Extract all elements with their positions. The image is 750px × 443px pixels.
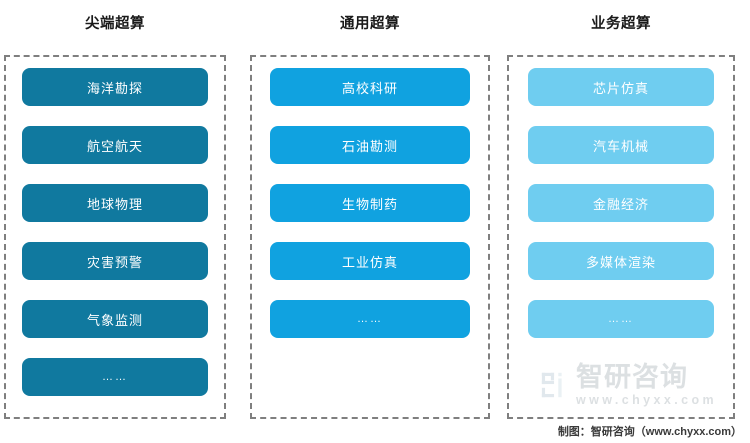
item-stack-general: 高校科研 石油勘测 生物制药 工业仿真 …… — [270, 68, 470, 338]
item-advanced-1[interactable]: 航空航天 — [22, 126, 208, 164]
column-title-business: 业务超算 — [591, 16, 651, 32]
item-advanced-2[interactable]: 地球物理 — [22, 184, 208, 222]
column-title-general: 通用超算 — [340, 16, 400, 32]
item-stack-advanced: 海洋勘探 航空航天 地球物理 灾害预警 气象监测 …… — [22, 68, 208, 396]
item-business-4-ellipsis[interactable]: …… — [528, 300, 714, 338]
item-advanced-3[interactable]: 灾害预警 — [22, 242, 208, 280]
item-general-2[interactable]: 生物制药 — [270, 184, 470, 222]
item-advanced-4[interactable]: 气象监测 — [22, 300, 208, 338]
item-general-4-ellipsis[interactable]: …… — [270, 300, 470, 338]
item-general-3[interactable]: 工业仿真 — [270, 242, 470, 280]
item-business-3[interactable]: 多媒体渲染 — [528, 242, 714, 280]
column-title-advanced: 尖端超算 — [85, 16, 145, 32]
item-stack-business: 芯片仿真 汽车机械 金融经济 多媒体渲染 …… — [528, 68, 714, 338]
item-business-2[interactable]: 金融经济 — [528, 184, 714, 222]
column-container-business — [507, 55, 735, 419]
item-general-0[interactable]: 高校科研 — [270, 68, 470, 106]
item-advanced-5-ellipsis[interactable]: …… — [22, 358, 208, 396]
item-business-0[interactable]: 芯片仿真 — [528, 68, 714, 106]
item-advanced-0[interactable]: 海洋勘探 — [22, 68, 208, 106]
item-business-1[interactable]: 汽车机械 — [528, 126, 714, 164]
column-container-general — [250, 55, 490, 419]
footer-credit: 制图：智研咨询（www.chyxx.com） — [557, 426, 742, 438]
column-container-advanced — [4, 55, 226, 419]
item-general-1[interactable]: 石油勘测 — [270, 126, 470, 164]
